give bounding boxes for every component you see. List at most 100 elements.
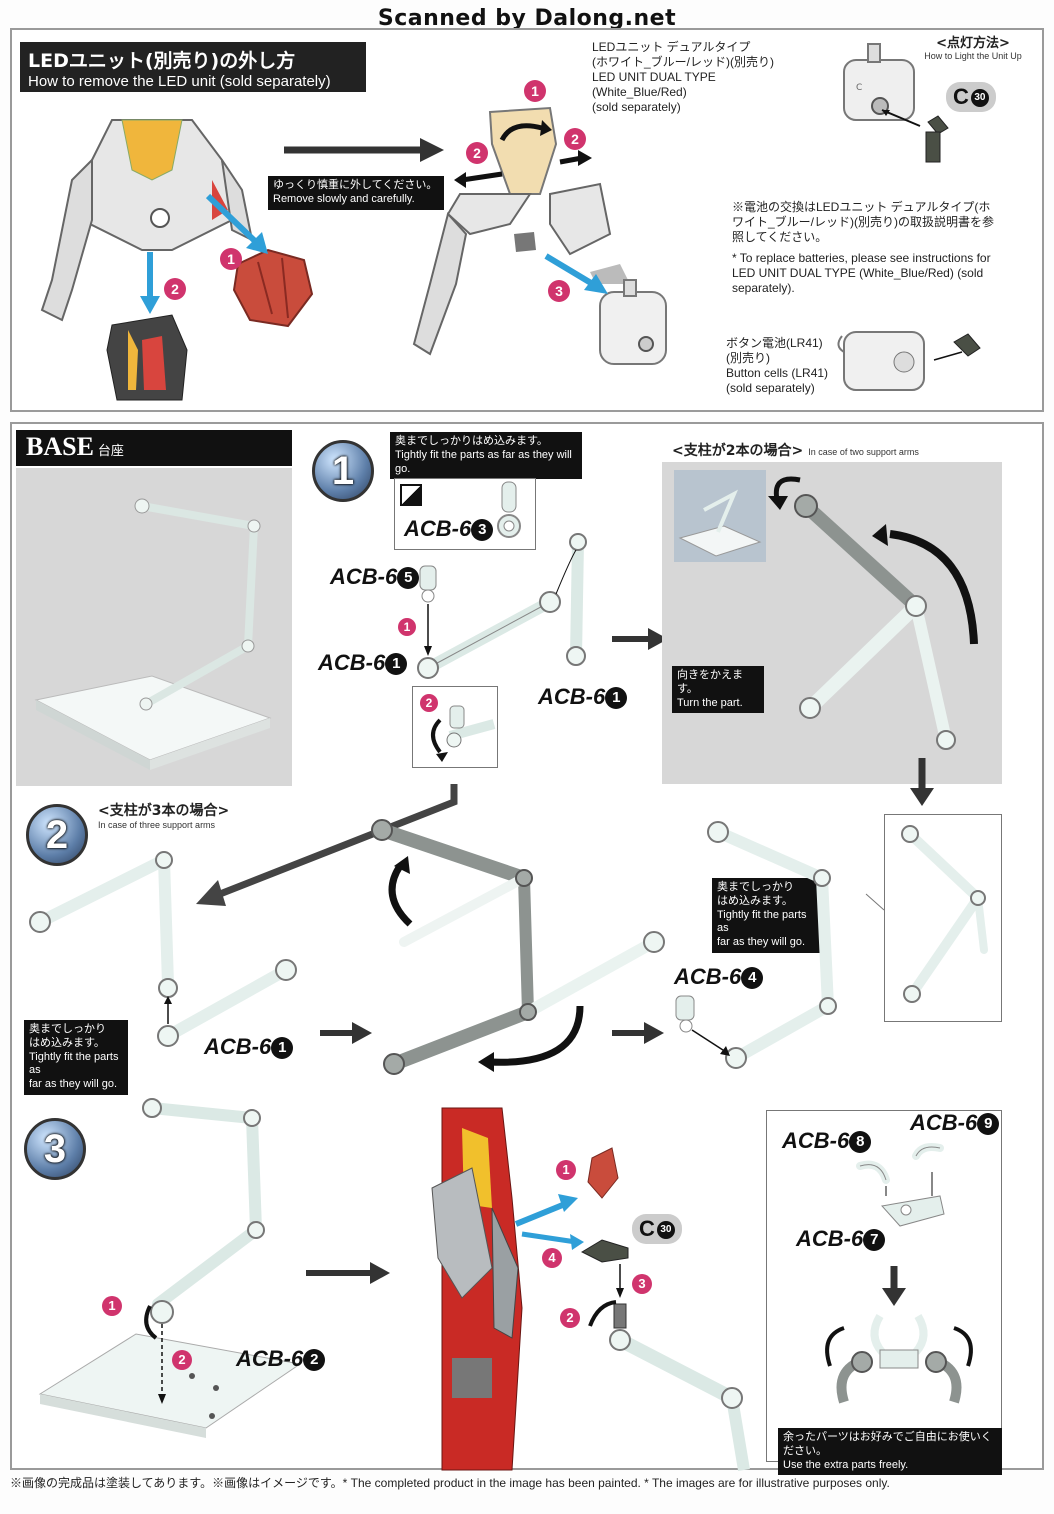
led-title-box: LEDユニット(別売り)の外し方 How to remove the LED u… <box>20 42 366 92</box>
arrow-down-two-arms <box>910 758 934 806</box>
step2-fit-note: 奥までしっかり はめ込みます。 Tightly fit the parts as… <box>24 1020 128 1095</box>
step2-fit-note-b-jp-2: はめ込みます。 <box>717 894 793 907</box>
led-part-c-num: 30 <box>970 89 989 108</box>
step2-fit-note-jp-1: 奥までしっかり <box>29 1023 106 1035</box>
part-code: ACB-6 <box>404 516 472 541</box>
part-code: ACB-6 <box>674 964 742 989</box>
step2-fit-note-b-jp-1: 奥までしっかり <box>717 881 794 893</box>
part-num: 8 <box>849 1131 872 1154</box>
c30-part-illustration <box>925 115 949 163</box>
step3-fig-num-3: 3 <box>632 1274 652 1294</box>
insert-arrow <box>881 109 921 127</box>
battery-note: ※電池の交換はLEDユニット デュアルタイプ(ホワイト_ブルー/レッド)(別売り… <box>732 200 1002 296</box>
two-arms-heading: <支柱が2本の場合> In case of two support arms <box>672 440 1002 460</box>
led-unit-name: LEDユニット デュアルタイプ (ホワイト_ブルー/レッド)(別売り) LED … <box>592 40 812 115</box>
footer-note: ※画像の完成品は塗装してあります。※画像はイメージです。* The comple… <box>10 1476 890 1490</box>
part-num: 7 <box>863 1229 886 1252</box>
step3-part-c-letter: C <box>639 1216 655 1241</box>
extra-parts-note: 余ったパーツはお好みでご自由にお使いください。 Use the extra pa… <box>778 1428 1002 1476</box>
part-num: 5 <box>397 567 420 590</box>
unit-name-jp-1: LEDユニット デュアルタイプ <box>592 40 751 54</box>
two-arms-result <box>865 825 988 1003</box>
step1-fit-note-jp: 奥までしっかりはめ込みます。 <box>395 435 548 447</box>
arrow-step1-to-step2 <box>196 784 458 906</box>
cut-icon <box>400 484 422 506</box>
battery-note-jp: ※電池の交換はLEDユニット デュアルタイプ(ホワイト_ブルー/レッド)(別売り… <box>732 200 994 244</box>
base-tag-jp: 台座 <box>97 444 124 459</box>
battery-unit-illustration <box>837 331 981 391</box>
arrow-step2-b <box>612 1022 664 1044</box>
step1-num-1: 1 <box>398 618 416 636</box>
part-code: ACB-6 <box>910 1110 978 1135</box>
extra-parts-en: Use the extra parts freely. <box>783 1458 909 1471</box>
turn-note: 向きをかえます。 Turn the part. <box>672 666 764 714</box>
scan-credit: Scanned by Dalong.net <box>377 6 677 31</box>
blue-arrow-1 <box>205 193 268 254</box>
part-code: ACB-6 <box>782 1128 850 1153</box>
led-step-num-1: 1 <box>220 248 242 270</box>
led-unit-white-removed <box>599 279 667 365</box>
step3-part-c-num: 30 <box>656 1221 675 1240</box>
svg-text:C: C <box>856 83 862 93</box>
led-title-en: How to remove the LED unit (sold separat… <box>28 73 331 90</box>
button-cell-en: Button cells (LR41) <box>726 366 829 380</box>
led-part-c-letter: C <box>953 84 969 109</box>
step2-right-assembly <box>675 821 837 1069</box>
rotate-arrows-led <box>454 120 592 188</box>
blue-arrow-3 <box>544 253 608 294</box>
light-method-en: How to Light the Unit Up <box>924 51 1022 61</box>
part-code: ACB-6 <box>204 1034 272 1059</box>
remove-note-en: Remove slowly and carefully. <box>273 192 415 205</box>
led-figure-torso-left <box>40 119 254 401</box>
part-num: 2 <box>303 1349 326 1372</box>
step2-left-assembly <box>29 851 297 1047</box>
three-arms-heading: <支柱が3本の場合> In case of three support arms <box>98 800 378 830</box>
base-photo-illustration <box>34 498 272 770</box>
step1-fit-note: 奥までしっかりはめ込みます。 Tightly fit the parts as … <box>390 432 582 480</box>
led-step-num-2a: 2 <box>164 278 186 300</box>
step1-fit-note-en: Tightly fit the parts as far as they wil… <box>395 448 572 475</box>
turn-note-jp: 向きをかえます。 <box>677 669 743 695</box>
led-unit-red-removed <box>232 248 314 328</box>
step2-fit-note-b-en-1: Tightly fit the parts as <box>717 908 807 935</box>
step3-fig-num-2: 2 <box>560 1308 580 1328</box>
part-code: ACB-6 <box>236 1346 304 1371</box>
led-unit-illustration: C <box>843 43 915 121</box>
part-3-illustration <box>497 481 521 538</box>
arrow-step3-a <box>306 1262 390 1284</box>
extra-parts-illustration <box>856 1143 945 1227</box>
step2-fit-note-jp-2: はめ込みます。 <box>29 1036 105 1049</box>
unit-name-jp-2: (ホワイト_ブルー/レッド)(別売り) <box>592 55 774 69</box>
step-3-disc: 3 <box>24 1118 86 1180</box>
step-2-disc: 2 <box>26 804 88 866</box>
unit-name-en-2: (sold separately) <box>592 100 681 114</box>
light-method-heading: <点灯方法> How to Light the Unit Up <box>906 32 1040 61</box>
part-code: ACB-6 <box>318 650 386 675</box>
led-step-num-1b: 1 <box>524 80 546 102</box>
remove-note-jp: ゆっくり慎重に外してください。 <box>273 179 438 191</box>
part-num: 1 <box>385 653 408 676</box>
step2-fit-note-en-2: far as they will go. <box>29 1078 118 1090</box>
led-figure-torso-right <box>412 106 630 356</box>
step2-middle-assembly <box>371 819 665 1075</box>
light-method-jp: <点灯方法> <box>936 36 1010 51</box>
step2-fit-note-b-en-2: far as they will go. <box>717 936 806 948</box>
step3-figure <box>431 1107 750 1471</box>
extra-result-illustration <box>825 1313 973 1404</box>
part-num: 3 <box>471 519 494 542</box>
step2-fit-note-en-1: Tightly fit the parts as <box>29 1050 119 1077</box>
unit-name-en-1: LED UNIT DUAL TYPE (White_Blue/Red) <box>592 70 716 99</box>
button-cell-jp: ボタン電池(LR41) <box>726 336 823 350</box>
arrow-step2-a <box>320 1022 372 1044</box>
